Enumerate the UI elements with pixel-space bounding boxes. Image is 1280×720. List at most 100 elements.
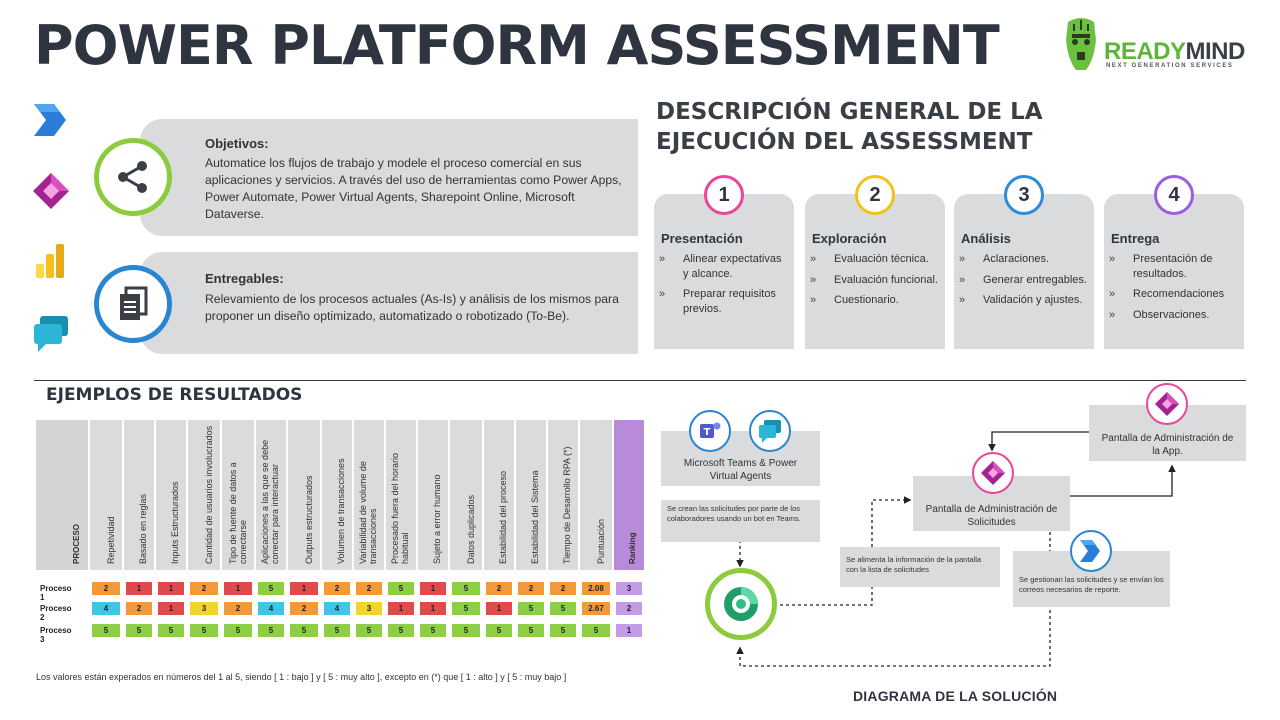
table-cell: 5 [388, 624, 414, 637]
dataverse-icon [724, 587, 758, 621]
table-cell: 5 [420, 624, 446, 637]
table-cell: 5 [224, 624, 252, 637]
admin-solicitudes-badge [972, 452, 1014, 494]
table-cell: 1 [158, 602, 184, 615]
step-number-1: 1 [704, 175, 744, 215]
entregables-badge [94, 265, 172, 343]
bullet-chevron-icon: » [659, 288, 666, 300]
table-header-cell: Volumen de transacciones [322, 420, 352, 570]
table-cell: 4 [324, 602, 350, 615]
table-cell: 1 [126, 582, 152, 595]
table-cell: 5 [290, 624, 318, 637]
step-item: »Aclaraciones. [959, 253, 1050, 265]
table-cell: 5 [324, 624, 350, 637]
step-title: Análisis [961, 231, 1011, 246]
table-header-cell: Repetividad [90, 420, 122, 570]
table-cell: 5 [356, 624, 382, 637]
step-number-4: 4 [1154, 175, 1194, 215]
bullet-chevron-icon: » [810, 253, 817, 265]
step-item: »Observaciones. [1109, 308, 1210, 321]
logo-tagline: NEXT GENERATION SERVICES [1106, 63, 1234, 69]
step-title: Presentación [661, 231, 743, 246]
table-cell: 2 [518, 582, 544, 595]
table-cell: 1 [290, 582, 318, 595]
step-items: »Presentación de resultados.»Recomendaci… [1109, 252, 1238, 328]
table-header-cell: Puntuación [580, 420, 612, 570]
chat-bubble-icon [759, 420, 781, 443]
step-card-4: Entrega »Presentación de resultados.»Reco… [1104, 194, 1244, 349]
readymind-logo: READYMIND NEXT GENERATION SERVICES [1060, 16, 1250, 76]
bullet-chevron-icon: » [959, 294, 966, 306]
robot-head-logo-icon [1066, 18, 1096, 70]
table-header-cell: Tiempo de Desarrollo RPA (*) [548, 420, 578, 570]
bullet-chevron-icon: » [1109, 288, 1116, 300]
step-number-3: 3 [1004, 175, 1044, 215]
power-virtual-agents-icon [34, 316, 68, 352]
svg-text:T: T [704, 427, 711, 438]
step-title: Exploración [812, 231, 887, 246]
table-cell: 5 [550, 602, 576, 615]
table-cell: 1 [224, 582, 252, 595]
table-cell: 1 [420, 602, 446, 615]
teams-badge: T [689, 410, 731, 452]
bullet-chevron-icon: » [1109, 308, 1116, 321]
step-items: »Aclaraciones.»Generar entregables.»Vali… [959, 252, 1088, 314]
table-header-cell: Estabilidad del Sistema [516, 420, 546, 570]
table-score-cell: 2.67 [582, 602, 610, 615]
table-cell: 5 [92, 624, 120, 637]
table-cell: 4 [92, 602, 120, 615]
entregables-card: Entregables: Relevamiento de los proceso… [140, 252, 638, 354]
table-cell: 1 [486, 602, 512, 615]
table-header-cell: Estabilidad del proceso [484, 420, 514, 570]
objetivos-card: Objetivos: Automatice los flujos de trab… [140, 119, 638, 236]
documents-icon [120, 286, 148, 320]
table-cell: 1 [158, 582, 184, 595]
table-cell: 5 [258, 624, 284, 637]
table-header-cell: Basado en reglas [124, 420, 154, 570]
bullet-chevron-icon: » [959, 273, 966, 286]
step-item: »Evaluación funcional. [810, 273, 938, 286]
table-cell: 5 [550, 624, 576, 637]
objetivos-title: Objetivos: [205, 136, 269, 151]
power-apps-icon [1155, 392, 1179, 416]
objetivos-badge [94, 138, 172, 216]
table-cell: 5 [486, 624, 512, 637]
step-title: Entrega [1111, 231, 1160, 246]
descripcion-title: DESCRIPCIÓN GENERAL DE LA EJECUCIÓN DEL … [656, 99, 1043, 155]
table-cell: 5 [518, 624, 544, 637]
teams-pva-box: Microsoft Teams & Power Virtual Agents [661, 431, 820, 486]
table-row-label: Proceso 2 [40, 604, 72, 622]
table-cell: 5 [126, 624, 152, 637]
table-header-cell: Datos duplicados [450, 420, 482, 570]
table-footnote: Los valores están experados en números d… [36, 672, 567, 682]
examples-title: EJEMPLOS DE RESULTADOS [46, 385, 303, 405]
table-cell: 4 [258, 602, 284, 615]
teams-icon: T [700, 422, 721, 438]
table-cell: 2 [486, 582, 512, 595]
table-header-cell: PROCESO [36, 420, 88, 570]
table-cell: 5 [452, 582, 480, 595]
table-cell: 5 [258, 582, 284, 595]
bullet-chevron-icon: » [1109, 253, 1116, 265]
entregables-body: Relevamiento de los procesos actuales (A… [205, 292, 619, 323]
step-item: »Cuestionario. [810, 294, 899, 306]
step-items: »Evaluación técnica. »Evaluación funciona… [810, 252, 939, 314]
bullet-chevron-icon: » [810, 273, 817, 286]
table-cell: 5 [452, 624, 480, 637]
step-item: »Evaluación técnica. [810, 253, 929, 265]
table-cell: 5 [518, 602, 544, 615]
power-automate-icon [1080, 540, 1100, 562]
table-score-cell: 2.08 [582, 582, 610, 595]
bullet-chevron-icon: » [959, 253, 966, 265]
table-score-cell: 5 [582, 624, 610, 637]
step-number-2: 2 [855, 175, 895, 215]
power-bi-icon [36, 244, 64, 278]
table-header-cell: Ranking [614, 420, 644, 570]
entregables-title: Entregables: [205, 271, 284, 286]
step-item: »Preparar requisitos previos. [659, 288, 776, 315]
table-header-cell: Sujeto a error humano [418, 420, 448, 570]
table-row-label: Proceso 3 [40, 626, 72, 644]
pva-badge [749, 410, 791, 452]
admin-app-badge [1146, 383, 1188, 425]
table-rank-cell: 3 [616, 582, 642, 595]
